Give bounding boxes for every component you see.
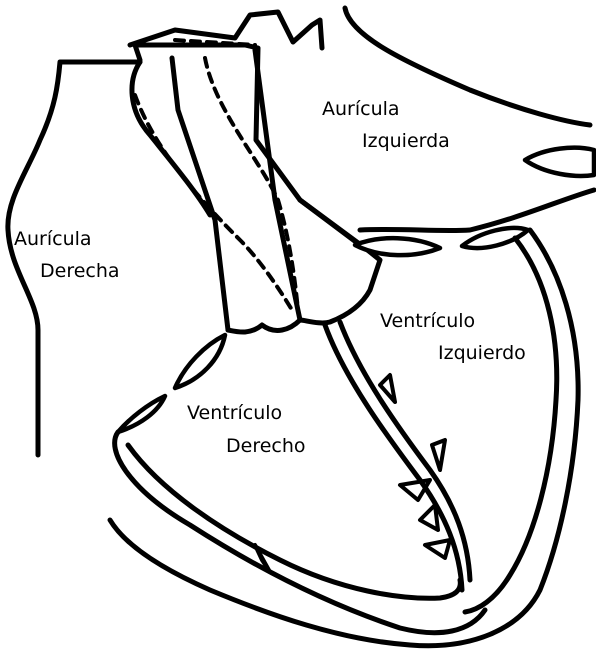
tricuspid-leaflet-lower [118,396,165,432]
left-atrium-lower [360,190,594,231]
aortic-valve-outline [300,200,380,323]
mitral-leaflet-left [355,238,440,255]
papillary-muscle-4 [420,505,438,530]
left-ventricle-inner-wall [465,238,557,612]
right-atrium-label-line2: Derecha [40,258,120,284]
right-ventricle-outer-wall [115,432,485,633]
right-atrium-label-line1: Aurícula [14,226,92,252]
aorta-inner-left [132,62,210,215]
pulmonary-trunk [228,50,300,332]
papillary-muscle-5 [425,540,450,558]
papillary-muscle-3 [400,480,430,500]
right-ventricle-label-line1: Ventrículo [187,400,282,426]
left-atrium-label-line2: Izquierda [362,128,450,154]
left-atrium-label-line1: Aurícula [322,96,400,122]
tricuspid-leaflet-upper [175,335,225,388]
hidden-vessel-dashed-2 [135,95,292,310]
left-ventricle-label-line2: Izquierdo [438,340,526,366]
left-ventricle-label-line1: Ventrículo [380,308,475,334]
papillary-muscle-2 [432,440,445,470]
pulmonary-vein-leaflet [525,148,594,176]
aorta-inner-right [172,58,228,330]
right-ventricle-label-line2: Derecho [226,433,306,459]
